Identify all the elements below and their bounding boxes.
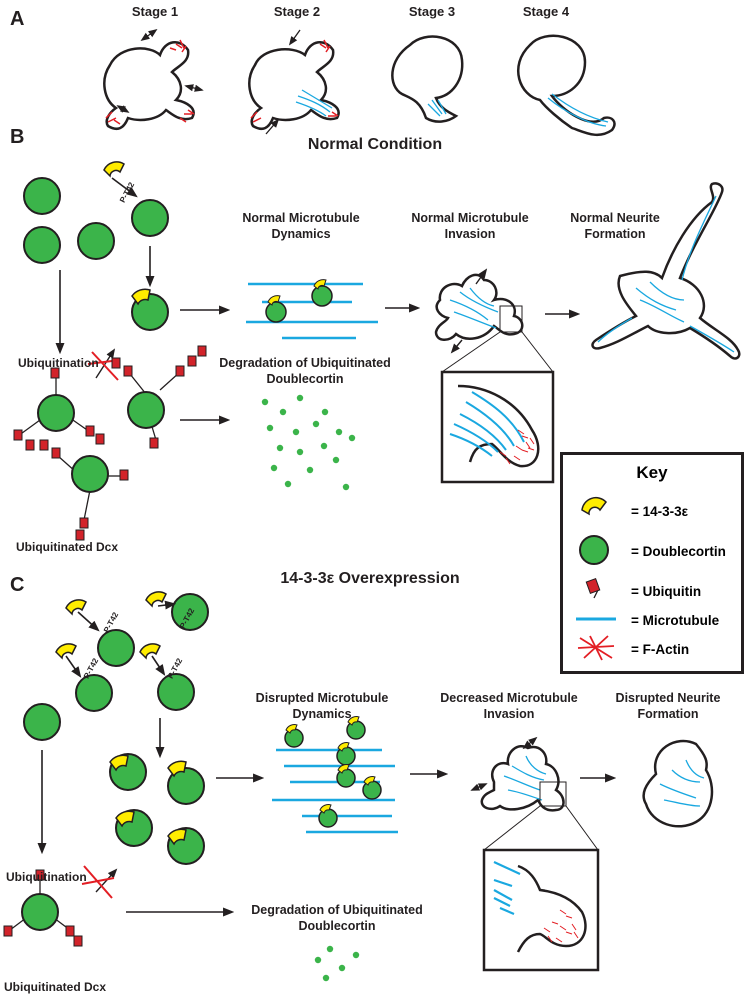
normal-microtubule-dynamics [246,279,378,340]
over-invasion-neuron [470,736,599,851]
stage-4-neuron [517,34,616,137]
stage-1-neuron [103,41,195,130]
normal-col1-label: Normal Microtubule Dynamics [242,211,360,241]
key-item-microtubule: = Microtubule [631,613,720,628]
key-title: Key [636,463,668,482]
normal-free-dcx [23,177,169,331]
stage-4-label: Stage 4 [522,4,570,19]
key-item-doublecortin: = Doublecortin [631,544,726,559]
over-col2-label: Decreased Microtubule Invasion [440,691,578,721]
key-1433-symbol [581,496,607,516]
key-symbols [576,496,616,661]
normal-formed-neurite [591,182,741,360]
panel-a-label: A [10,8,25,30]
over-degraded-fragments [314,945,360,982]
over-microtubule-dynamics [272,716,398,834]
normal-col3-label: Normal Neurite Formation [570,211,660,241]
key-item-ubiquitin: = Ubiquitin [631,584,702,599]
stage-2-microtubules [295,89,333,117]
normal-degradation-label: Degradation of Ubiquitinated Doublecorti… [219,356,391,386]
over-ubiq-dcx-label: Ubiquitinated Dcx [4,980,107,994]
over-ubiquitinated-dcx [3,869,83,947]
normal-1433-proteins [103,161,151,306]
stage-3-label: Stage 3 [408,4,456,19]
over-ubiquitination-label: Ubiquitination [6,870,87,884]
normal-heading: Normal Condition [307,136,443,153]
key-legend: Key = 14-3-3ε = Doublecortin = Ubiquitin… [560,452,744,674]
key-ubiquitin-symbol [585,578,601,599]
over-1433-proteins [55,591,187,846]
normal-ubiquitinated-dcx [13,345,207,541]
over-dcx-complexes [23,593,209,865]
key-item-factin: = F-Actin [631,642,690,657]
panel-c-label: C [10,574,25,596]
over-invasion-zoom [482,848,600,972]
over-arrows [37,600,617,917]
stage-2-factin [250,39,339,123]
stage-1-label: Stage 1 [131,4,179,19]
normal-invasion-zoom [440,370,555,484]
key-item-1433: = 14-3-3ε [631,504,689,519]
over-col1-label: Disrupted Microtubule Dynamics [255,691,389,721]
normal-ubiquitination-label: Ubiquitination [18,356,99,370]
normal-ubiq-dcx-label: Ubiquitinated Dcx [16,540,119,554]
key-doublecortin-symbol [579,535,609,565]
normal-col2-label: Normal Microtubule Invasion [411,211,529,241]
key-factin-symbol [577,635,615,661]
normal-arrows [55,177,581,425]
stage-2-neuron [248,41,340,130]
normal-invasion-neuron [434,268,554,373]
normal-degraded-fragments [261,394,356,491]
over-blocked-arrow [81,865,118,899]
over-degradation-label: Degradation of Ubiquitinated Doublecorti… [251,903,423,933]
panel-b-label: B [10,126,25,148]
stage-2-label: Stage 2 [273,4,321,19]
stage-1-motion-arrows [116,28,204,113]
over-disrupted-neuron [642,739,714,828]
over-col3-label: Disrupted Neurite Formation [615,691,721,721]
stage-3-neuron [391,35,464,123]
stage-1-factin [105,39,195,125]
stage-2-motion-arrows [265,29,301,135]
overexpression-heading: 14-3-3ε Overexpression [280,570,460,587]
